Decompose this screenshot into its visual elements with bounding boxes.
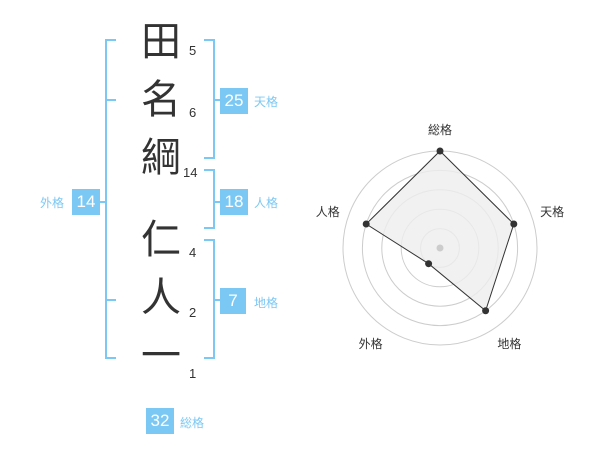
jinkaku-label: 人格 [254, 196, 279, 210]
radar-axis-label: 外格 [358, 336, 383, 351]
radar-axis-label: 天格 [540, 204, 565, 219]
radar-point [482, 307, 490, 315]
radar-center-dot [436, 244, 444, 252]
chikaku-label: 地格 [254, 296, 279, 310]
radar-axis-label: 地格 [497, 336, 522, 351]
jinkaku-value: 18 [220, 189, 248, 215]
soukaku-value: 32 [146, 408, 174, 434]
given-char-2: 人 [141, 275, 181, 321]
given-char-3: 一 [141, 333, 181, 379]
surname-char-2: 名 [141, 77, 181, 123]
radar-point [436, 147, 444, 155]
radar-point [362, 220, 370, 228]
radar-point [425, 260, 433, 268]
tenkaku-label: 天格 [254, 95, 279, 109]
surname-char-1: 田 [141, 19, 181, 65]
radar-series-polygon [365, 150, 515, 312]
surname-char-3: 綱 [141, 135, 181, 181]
chikaku-value: 7 [220, 288, 246, 314]
stroke-count-2: 6 [189, 105, 197, 120]
stroke-count-6: 1 [189, 366, 197, 381]
given-char-1: 仁 [141, 217, 181, 263]
gaikaku-value: 14 [72, 189, 100, 215]
stroke-count-1: 5 [189, 43, 197, 58]
radar-axis-label: 総格 [427, 123, 453, 137]
gaikaku-label: 外格 [40, 196, 65, 210]
jinkaku-bracket [204, 169, 215, 229]
stroke-count-5: 2 [189, 305, 197, 320]
stroke-count-3: 14 [183, 165, 198, 180]
stroke-count-4: 4 [189, 245, 197, 260]
radar-point [510, 220, 518, 228]
soukaku-label: 総格 [180, 416, 205, 430]
gaikaku-bracket [105, 39, 116, 359]
tenkaku-value: 25 [220, 88, 248, 114]
radar-axis-label: 人格 [315, 204, 340, 219]
